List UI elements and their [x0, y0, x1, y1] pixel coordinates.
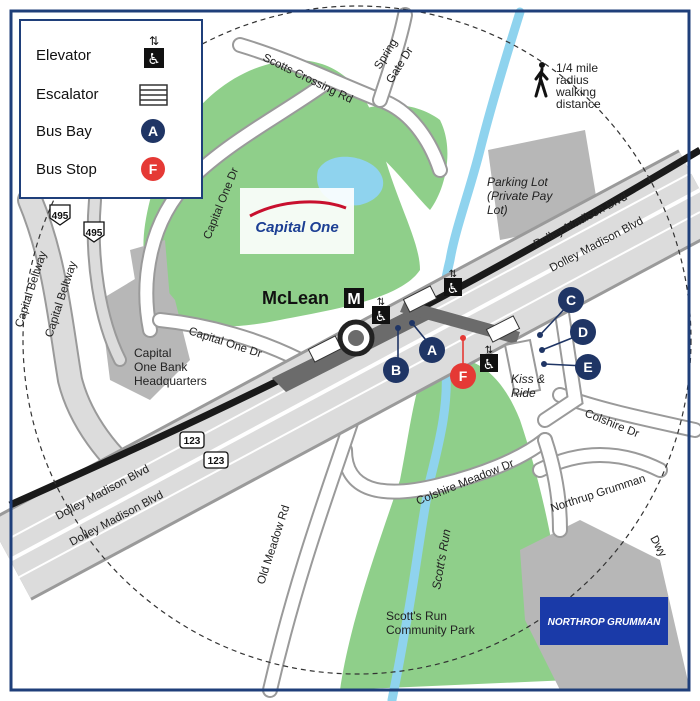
bus-bay-c-label: C	[566, 292, 576, 308]
bus-bay-d[interactable]: D	[570, 319, 596, 345]
capital-one-hq-label-2: One Bank	[134, 360, 188, 374]
route-495-shield: 495	[49, 204, 71, 226]
parking-lot-label: Parking Lot	[487, 175, 548, 189]
northrop-grumman-logo: NORTHROP GRUMMAN	[540, 597, 668, 645]
svg-text:♿: ♿	[375, 309, 388, 325]
legend-bus-stop-label: Bus Stop	[36, 161, 97, 178]
bus-bay-e-label: E	[583, 359, 592, 375]
bus-bay-a-label: A	[427, 342, 437, 358]
capital-one-hq-label-3: Headquarters	[134, 374, 207, 388]
legend-elevator-label: Elevator	[36, 47, 91, 64]
walking-person-icon	[534, 62, 549, 98]
bus-bay-c[interactable]: C	[558, 287, 584, 313]
escalator-east	[485, 315, 521, 343]
legend-elevator-icon: ⇅ ♿	[144, 34, 164, 68]
route-123-shield: 123	[203, 451, 229, 469]
station-name: McLean	[262, 288, 329, 308]
svg-text:⇅: ⇅	[377, 297, 385, 308]
northrop-grumman-logo-text: NORTHROP GRUMMAN	[548, 617, 662, 628]
elevator-icon: ⇅ ♿	[372, 297, 390, 325]
svg-text:A: A	[148, 123, 158, 139]
svg-text:495: 495	[86, 228, 103, 239]
kiss-ride-loop	[503, 338, 542, 397]
bus-bay-e[interactable]: E	[575, 354, 601, 380]
scotts-run-park-green	[340, 357, 570, 690]
svg-text:F: F	[149, 161, 158, 177]
walking-distance-label: 1/4 mile	[556, 61, 598, 75]
bus-bay-a[interactable]: A	[419, 337, 445, 363]
elevator-icon: ⇅ ♿	[444, 269, 462, 297]
svg-text:⇅: ⇅	[449, 269, 457, 280]
legend-bus-stop-icon: F	[141, 157, 165, 181]
bus-stop-f-label: F	[459, 368, 468, 384]
svg-text:⇅: ⇅	[149, 34, 159, 48]
kiss-ride-label: Kiss &	[511, 372, 545, 386]
route-495-shield: 495	[83, 221, 105, 243]
capital-one-logo-text: Capital One	[255, 219, 338, 236]
bus-bay-b-label: B	[391, 362, 401, 378]
metro-logo: M	[344, 288, 364, 308]
svg-text:123: 123	[208, 456, 225, 467]
walking-radius-circle	[22, 5, 692, 675]
map-border	[9, 9, 691, 692]
walking-distance-label-2: radius	[556, 73, 589, 87]
parking-lot-label-2: (Private Pay	[487, 189, 553, 203]
svg-text:♿: ♿	[447, 281, 460, 297]
bus-stop-f[interactable]: F	[450, 363, 476, 389]
legend-escalator-icon	[139, 84, 168, 106]
route-123-shield: 123	[179, 431, 205, 449]
bus-stop-dot	[460, 335, 466, 341]
legend-bus-bay-icon: A	[141, 119, 165, 143]
kiss-ride-label-2: Ride	[511, 386, 536, 400]
metro-symbol: M	[347, 291, 360, 308]
legend: Elevator ⇅ ♿ Escalator Bus Bay A Bus Sto…	[19, 19, 203, 199]
svg-text:♿: ♿	[147, 50, 160, 68]
station-marker-center	[348, 330, 364, 346]
svg-text:♿: ♿	[483, 357, 496, 373]
capital-one-hq-label: Capital	[134, 346, 171, 360]
elevator-icon: ⇅ ♿	[480, 345, 498, 373]
svg-text:⇅: ⇅	[485, 345, 493, 356]
dolley-madison-blvd	[0, 149, 700, 601]
capital-one-logo: Capital One	[240, 188, 354, 254]
walking-distance-label-4: distance	[556, 97, 601, 111]
svg-text:495: 495	[52, 211, 69, 222]
bus-bay-d-label: D	[578, 324, 588, 340]
scotts-run-park-label: Scott's Run	[386, 609, 447, 623]
escalator-center	[402, 285, 438, 313]
svg-text:123: 123	[184, 436, 201, 447]
bus-bay-b[interactable]: B	[383, 357, 409, 383]
parking-lot-label-3: Lot)	[487, 203, 508, 217]
legend-escalator-label: Escalator	[36, 86, 99, 103]
bus-bay-dots	[395, 320, 547, 367]
scotts-run-park-label-2: Community Park	[386, 623, 476, 637]
legend-bus-bay-label: Bus Bay	[36, 123, 92, 140]
walking-distance-label-3: walking	[555, 85, 596, 99]
